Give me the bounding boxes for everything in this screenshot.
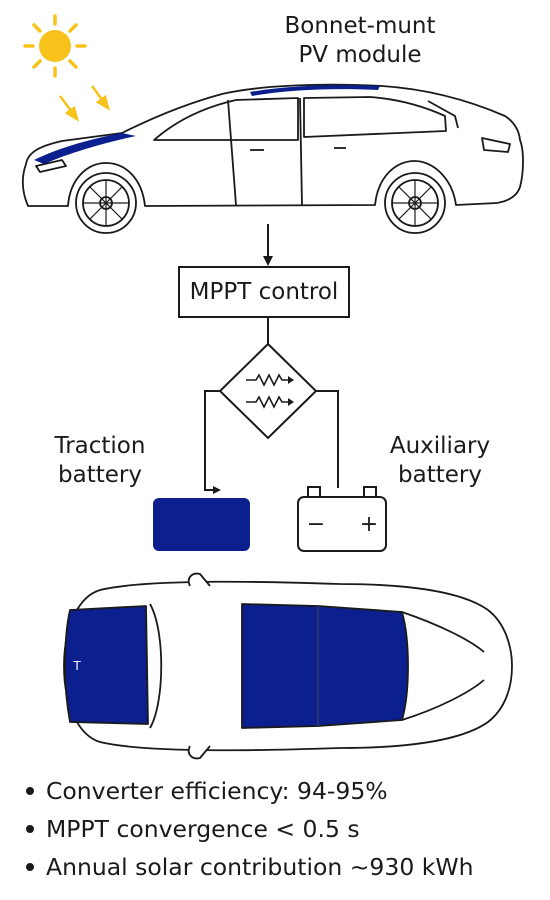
battery-negative-terminal: −: [307, 512, 325, 537]
dc-converter-icon: [218, 342, 318, 440]
mppt-controller-box: MPPT control: [178, 266, 350, 318]
bullet-icon: [26, 825, 34, 833]
traction-battery-label-line2: battery: [58, 462, 142, 488]
bullet-icon: [26, 863, 34, 871]
spec-item: Annual solar contribution ~930 kWh: [26, 848, 474, 886]
spec-item: MPPT convergence < 0.5 s: [26, 810, 474, 848]
sun-icon: [23, 14, 87, 78]
spec-annual-solar-contribution: Annual solar contribution ~930 kWh: [46, 853, 474, 881]
auxiliary-battery-label-line1: Auxiliary: [389, 433, 491, 459]
traction-battery: [153, 498, 250, 551]
pv-panel-roof-side: [250, 85, 380, 96]
pv-module-label-line1: Bonnet-munt: [284, 13, 436, 39]
spec-mppt-convergence: MPPT convergence < 0.5 s: [46, 815, 360, 843]
traction-battery-label: Traction battery: [40, 432, 160, 490]
spec-list: Converter efficiency: 94-95% MPPT conver…: [26, 772, 474, 886]
bullet-icon: [26, 787, 34, 795]
spec-item: Converter efficiency: 94-95%: [26, 772, 474, 810]
pv-module-label-line2: PV module: [298, 42, 422, 68]
traction-battery-label-line1: Traction: [54, 433, 146, 459]
flow-arrow-car-to-mppt: [263, 224, 273, 266]
auxiliary-battery: − +: [297, 486, 387, 552]
car-top-view: [63, 572, 513, 760]
auxiliary-battery-label: Auxiliary battery: [380, 432, 500, 490]
auxiliary-battery-label-line2: battery: [398, 462, 482, 488]
sunlight-arrows: [59, 85, 111, 122]
roof-logo: T: [72, 659, 81, 673]
flow-arrow-to-traction-battery: [204, 390, 221, 494]
car-side-view: [21, 83, 524, 234]
pv-panel-hood: [34, 133, 136, 164]
mppt-controller-label: MPPT control: [189, 279, 339, 305]
spec-converter-efficiency: Converter efficiency: 94-95%: [46, 777, 388, 805]
battery-positive-terminal: +: [360, 512, 378, 537]
flow-line-to-auxiliary-battery: [316, 390, 339, 488]
pv-module-label: Bonnet-munt PV module: [255, 12, 465, 70]
